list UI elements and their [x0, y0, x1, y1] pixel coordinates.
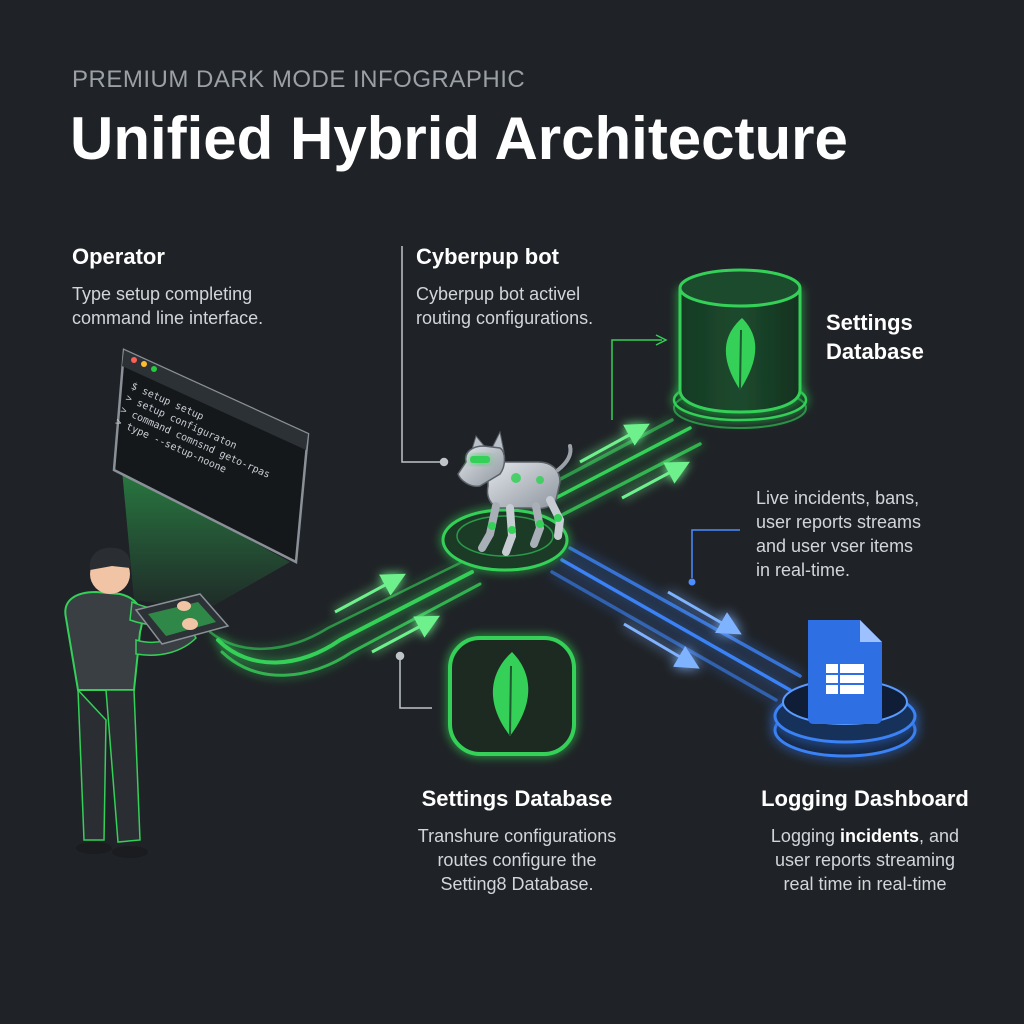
eyebrow-label: PREMIUM DARK MODE INFOGRAPHIC	[72, 66, 526, 93]
logging-line: Logging incidents, and	[724, 824, 1006, 848]
bot-callout: Cyberpup bot Cyberpup bot activel routin…	[416, 244, 593, 330]
logging-line: real time in real-time	[783, 874, 947, 894]
settings-database-cylinder	[672, 268, 808, 429]
logging-dashboard-description: Logging incidents, and user reports stre…	[724, 824, 1006, 896]
operator-callout: Operator Type setup completing command l…	[72, 244, 263, 330]
blue-flow-arrows	[623, 590, 742, 669]
logging-emphasis: incidents	[840, 826, 920, 846]
settings-database-description: Transhure configurations routes configur…	[378, 824, 656, 896]
operator-person-icon	[64, 547, 230, 858]
logging-text: Logging	[770, 826, 840, 846]
logging-dashboard-callout: Logging Dashboard Logging incidents, and…	[724, 786, 1006, 896]
bot-line: routing configurations.	[416, 308, 594, 328]
callout-connectors	[395, 246, 740, 709]
bot-hub-platform	[441, 508, 569, 572]
settings-bottom-line: Transhure configurations	[417, 826, 617, 846]
settings-database-tile	[448, 636, 576, 756]
bot-line: Cyberpup bot activel	[416, 284, 581, 304]
sheets-icon	[808, 620, 882, 724]
operator-heading: Operator	[72, 244, 165, 269]
live-line: user reports streams	[756, 512, 922, 532]
terminal-projection-beam	[122, 470, 290, 610]
blue-flow-lines	[550, 546, 802, 702]
bot-heading: Cyberpup bot	[416, 244, 559, 269]
live-line: and user vser items	[756, 536, 914, 556]
robot-dog-icon	[457, 430, 573, 556]
settings-bottom-line: Setting8 Database.	[440, 874, 594, 894]
logging-text: , and	[919, 826, 960, 846]
leaf-icon	[492, 652, 529, 737]
live-line: in real-time.	[756, 560, 851, 580]
operator-description: Type setup completing command line inter…	[72, 282, 263, 330]
live-incidents-callout: Live incidents, bans, user reports strea…	[756, 486, 921, 582]
settings-database-heading: Settings Database	[421, 786, 613, 811]
green-flow-arrows	[334, 573, 440, 654]
green-arrows-to-database	[579, 423, 690, 500]
live-line: Live incidents, bans,	[756, 488, 920, 508]
terminal-icon	[112, 348, 310, 564]
logging-dashboard-heading: Logging Dashboard	[761, 786, 969, 811]
logging-line: user reports streaming	[774, 850, 956, 870]
operator-line: command line interface.	[72, 308, 264, 328]
page-title: Unified Hybrid Architecture	[70, 105, 848, 172]
green-flow-lines	[208, 560, 482, 677]
leaf-icon	[725, 318, 756, 391]
operator-line: Type setup completing	[72, 284, 253, 304]
settings-database-top-label: Settings Database	[826, 308, 924, 366]
settings-top-line: Database	[826, 339, 924, 364]
settings-bottom-line: routes configure the	[437, 850, 597, 870]
settings-database-callout: Settings Database Transhure configuratio…	[378, 786, 656, 896]
bot-description: Cyberpup bot activel routing configurati…	[416, 282, 593, 330]
settings-top-line: Settings	[826, 310, 913, 335]
